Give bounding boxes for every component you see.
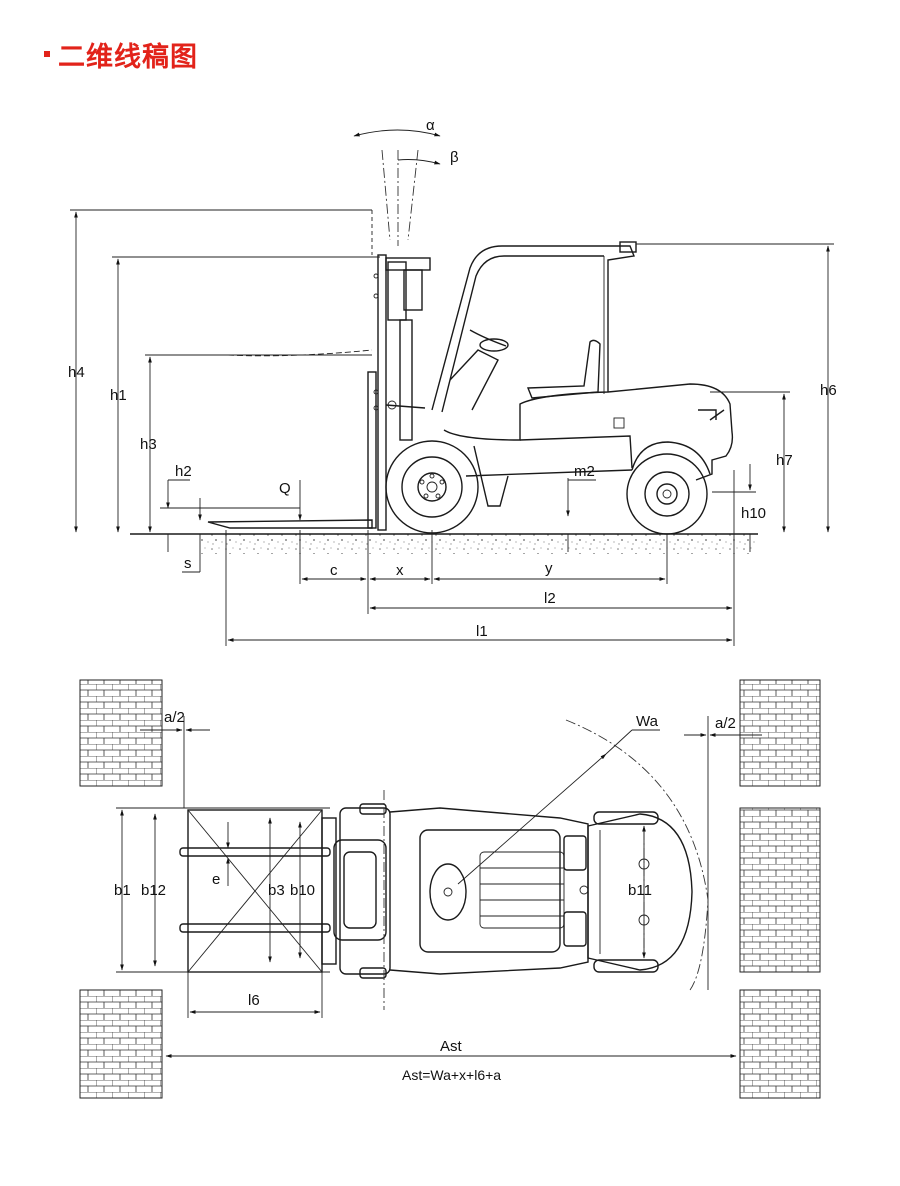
h2-label: h2 xyxy=(175,463,192,480)
c-label: c xyxy=(330,562,338,579)
raised-fork-dash xyxy=(227,349,373,357)
alpha-label: α xyxy=(426,117,435,134)
truck-top xyxy=(321,803,693,979)
tilt-angles: α β xyxy=(353,117,459,246)
wa-leader xyxy=(605,729,633,755)
b12-label: b12 xyxy=(141,882,166,899)
h3-label: h3 xyxy=(140,436,157,453)
pallet-stack-mid-right xyxy=(739,807,821,973)
wa-label: Wa xyxy=(636,713,659,730)
h7-label: h7 xyxy=(776,452,793,469)
s-label: s xyxy=(184,555,192,572)
bullet-icon xyxy=(44,51,50,57)
a2-left-label: a/2 xyxy=(164,709,185,726)
pallet-stack-bottom-right xyxy=(739,989,821,1099)
b3-label: b3 xyxy=(268,882,285,899)
top-view: a/2 a/2 Wa b1 b12 e b3 b10 xyxy=(79,679,821,1099)
a2-right-label: a/2 xyxy=(715,715,736,732)
fork-right xyxy=(179,923,331,933)
m2-label: m2 xyxy=(574,463,595,480)
ast-formula: Ast=Wa+x+l6+a xyxy=(402,1067,501,1083)
l6-label: l6 xyxy=(248,992,260,1009)
h1-label: h1 xyxy=(110,387,127,404)
front-wheel xyxy=(385,440,479,534)
section-header: 二维线稿图 xyxy=(44,36,198,72)
section-title: 二维线稿图 xyxy=(58,41,198,72)
rear-wheel xyxy=(626,441,711,535)
beta-label: β xyxy=(450,149,459,166)
h10-label: h10 xyxy=(741,505,766,522)
h4-label: h4 xyxy=(68,364,85,381)
l1-label: l1 xyxy=(476,623,488,640)
mast xyxy=(367,254,431,531)
fork-left xyxy=(179,847,331,857)
b1-label: b1 xyxy=(114,882,131,899)
pallet-stack-top-left xyxy=(79,679,163,787)
b11-label: b11 xyxy=(628,882,652,899)
wa-radius-arrow xyxy=(457,753,607,885)
b10-label: b10 xyxy=(290,882,315,899)
q-label: Q xyxy=(279,480,291,497)
x-label: x xyxy=(396,562,404,579)
ast-label: Ast xyxy=(440,1038,463,1055)
y-label: y xyxy=(545,560,553,577)
truck-body xyxy=(431,241,734,507)
turning-radius-arc xyxy=(565,719,709,991)
fork-blade xyxy=(207,519,373,529)
side-view: h4 h1 h3 h2 s Q xyxy=(68,117,837,646)
pallet-stack-bottom-left xyxy=(79,989,163,1099)
pallet-stack-top-right xyxy=(739,679,821,787)
e-label: e xyxy=(212,871,220,888)
l2-label: l2 xyxy=(544,590,556,607)
h6-label: h6 xyxy=(820,382,837,399)
ground-hatch xyxy=(200,534,756,554)
